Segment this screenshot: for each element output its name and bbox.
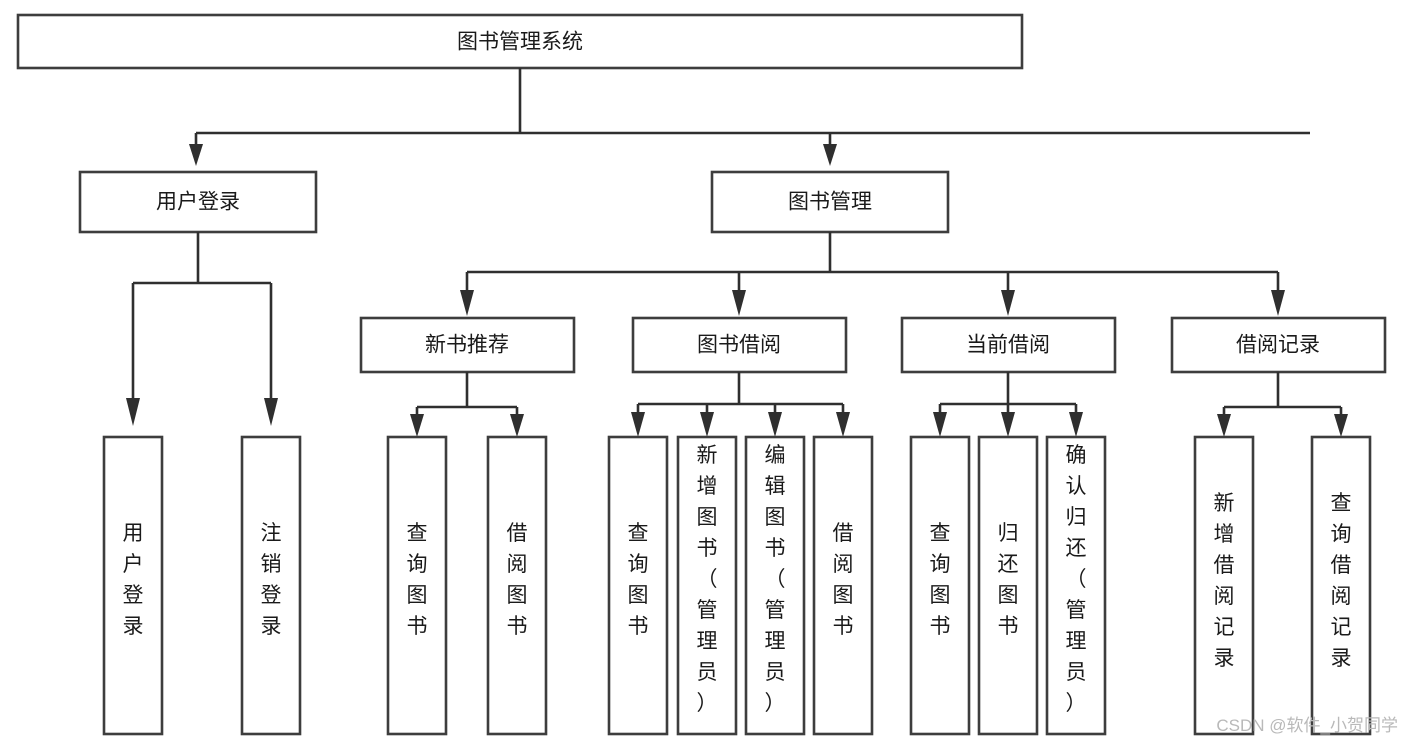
arrow-head-icon: [1069, 412, 1083, 437]
leaf-logout-label: 注销登录: [261, 522, 282, 638]
arrow-head-icon: [460, 290, 474, 316]
node-root-label: 图书管理系统: [457, 31, 583, 54]
leaf-query-book-borrow[interactable]: 查询图书: [607, 435, 669, 736]
arrow-head-icon: [126, 398, 140, 426]
connector-user-login-to-leaves: [126, 232, 278, 426]
connector-book-management-to-level3: [460, 232, 1285, 316]
leaf-borrow-book-recommend-label: 借阅图书: [507, 522, 528, 638]
leaf-query-borrow-record-box[interactable]: [1310, 435, 1372, 736]
leaf-query-book-recommend-label: 查询图书: [407, 522, 428, 638]
connector-current-borrow-to-leaves: [933, 372, 1083, 437]
leaf-add-book-admin[interactable]: 新增图书（管理员）: [676, 435, 738, 736]
leaf-edit-book-admin-label: 编辑图书（管理员）: [765, 444, 786, 715]
leaf-query-book-recommend[interactable]: 查询图书: [386, 435, 448, 736]
leaf-user-login-label: 用户登录: [123, 522, 144, 638]
leaf-edit-book-admin-box[interactable]: [744, 435, 806, 736]
arrow-head-icon: [768, 412, 782, 437]
arrow-head-icon: [1001, 290, 1015, 316]
leaf-return-book[interactable]: 归还图书: [977, 435, 1039, 736]
arrow-head-icon: [836, 412, 850, 437]
leaf-confirm-return-admin-box[interactable]: [1045, 435, 1107, 736]
leaf-query-book-current[interactable]: 查询图书: [909, 435, 971, 736]
node-book-management-label: 图书管理: [788, 191, 872, 214]
node-new-book-recommend-label: 新书推荐: [425, 334, 509, 357]
leaf-return-book-label: 归还图书: [998, 522, 1019, 638]
arrow-head-icon: [1001, 412, 1015, 437]
node-root[interactable]: 图书管理系统: [16, 13, 1024, 70]
leaf-add-book-admin-label: 新增图书（管理员）: [697, 444, 718, 715]
leaf-borrow-book-recommend-box[interactable]: [486, 435, 548, 736]
leaf-add-borrow-record-label: 新增借阅记录: [1214, 492, 1235, 670]
leaf-confirm-return-admin[interactable]: 确认归还（管理员）: [1045, 435, 1107, 736]
leaf-query-book-recommend-box[interactable]: [386, 435, 448, 736]
leaf-query-borrow-record[interactable]: 查询借阅记录: [1310, 435, 1372, 736]
arrow-head-icon: [933, 412, 947, 437]
connector-borrow-record-to-leaves: [1217, 372, 1348, 437]
arrow-head-icon: [1334, 414, 1348, 437]
node-borrow-record-label: 借阅记录: [1236, 334, 1320, 357]
leaf-return-book-box[interactable]: [977, 435, 1039, 736]
arrow-head-icon: [410, 414, 424, 437]
node-user-login[interactable]: 用户登录: [78, 170, 318, 234]
arrow-head-icon: [1217, 414, 1231, 437]
connector-book-borrow-to-leaves: [631, 372, 850, 437]
leaf-add-borrow-record[interactable]: 新增借阅记录: [1193, 435, 1255, 736]
leaf-confirm-return-admin-label: 确认归还（管理员）: [1066, 444, 1087, 715]
leaf-borrow-book[interactable]: 借阅图书: [812, 435, 874, 736]
connector-root-to-level2: [189, 68, 1310, 166]
leaf-add-book-admin-box[interactable]: [676, 435, 738, 736]
arrow-head-icon: [189, 144, 203, 166]
node-book-borrow-label: 图书借阅: [697, 334, 781, 357]
node-current-borrow-label: 当前借阅: [966, 334, 1050, 357]
leaf-query-borrow-record-label: 查询借阅记录: [1331, 492, 1352, 670]
leaf-query-book-borrow-box[interactable]: [607, 435, 669, 736]
node-current-borrow[interactable]: 当前借阅: [900, 316, 1117, 374]
node-user-login-label: 用户登录: [156, 191, 240, 214]
leaf-add-borrow-record-box[interactable]: [1193, 435, 1255, 736]
node-book-management[interactable]: 图书管理: [710, 170, 950, 234]
leaf-logout-box[interactable]: [240, 435, 302, 736]
node-new-book-recommend[interactable]: 新书推荐: [359, 316, 576, 374]
arrow-head-icon: [823, 144, 837, 166]
arrow-head-icon: [732, 290, 746, 316]
leaf-logout[interactable]: 注销登录: [240, 435, 302, 736]
leaf-edit-book-admin[interactable]: 编辑图书（管理员）: [744, 435, 806, 736]
node-root-box[interactable]: [16, 13, 1024, 70]
leaf-borrow-book-label: 借阅图书: [833, 522, 854, 638]
arrow-head-icon: [510, 414, 524, 437]
leaf-user-login[interactable]: 用户登录: [102, 435, 164, 736]
arrow-head-icon: [700, 412, 714, 437]
arrow-head-icon: [1271, 290, 1285, 316]
watermark-label: CSDN @软件_小贺同学: [1216, 716, 1398, 735]
leaf-query-book-borrow-label: 查询图书: [628, 522, 649, 638]
node-borrow-record[interactable]: 借阅记录: [1170, 316, 1387, 374]
arrow-head-icon: [264, 398, 278, 426]
node-user-login-box[interactable]: [78, 170, 318, 234]
node-book-borrow[interactable]: 图书借阅: [631, 316, 848, 374]
leaf-borrow-book-recommend[interactable]: 借阅图书: [486, 435, 548, 736]
leaf-query-book-current-box[interactable]: [909, 435, 971, 736]
leaf-user-login-box[interactable]: [102, 435, 164, 736]
node-current-borrow-box[interactable]: [900, 316, 1117, 374]
connector-new-book-recommend-to-leaves: [410, 372, 524, 437]
arrow-head-icon: [631, 412, 645, 437]
leaf-query-book-current-label: 查询图书: [930, 522, 951, 638]
leaf-borrow-book-box[interactable]: [812, 435, 874, 736]
node-new-book-recommend-box[interactable]: [359, 316, 576, 374]
